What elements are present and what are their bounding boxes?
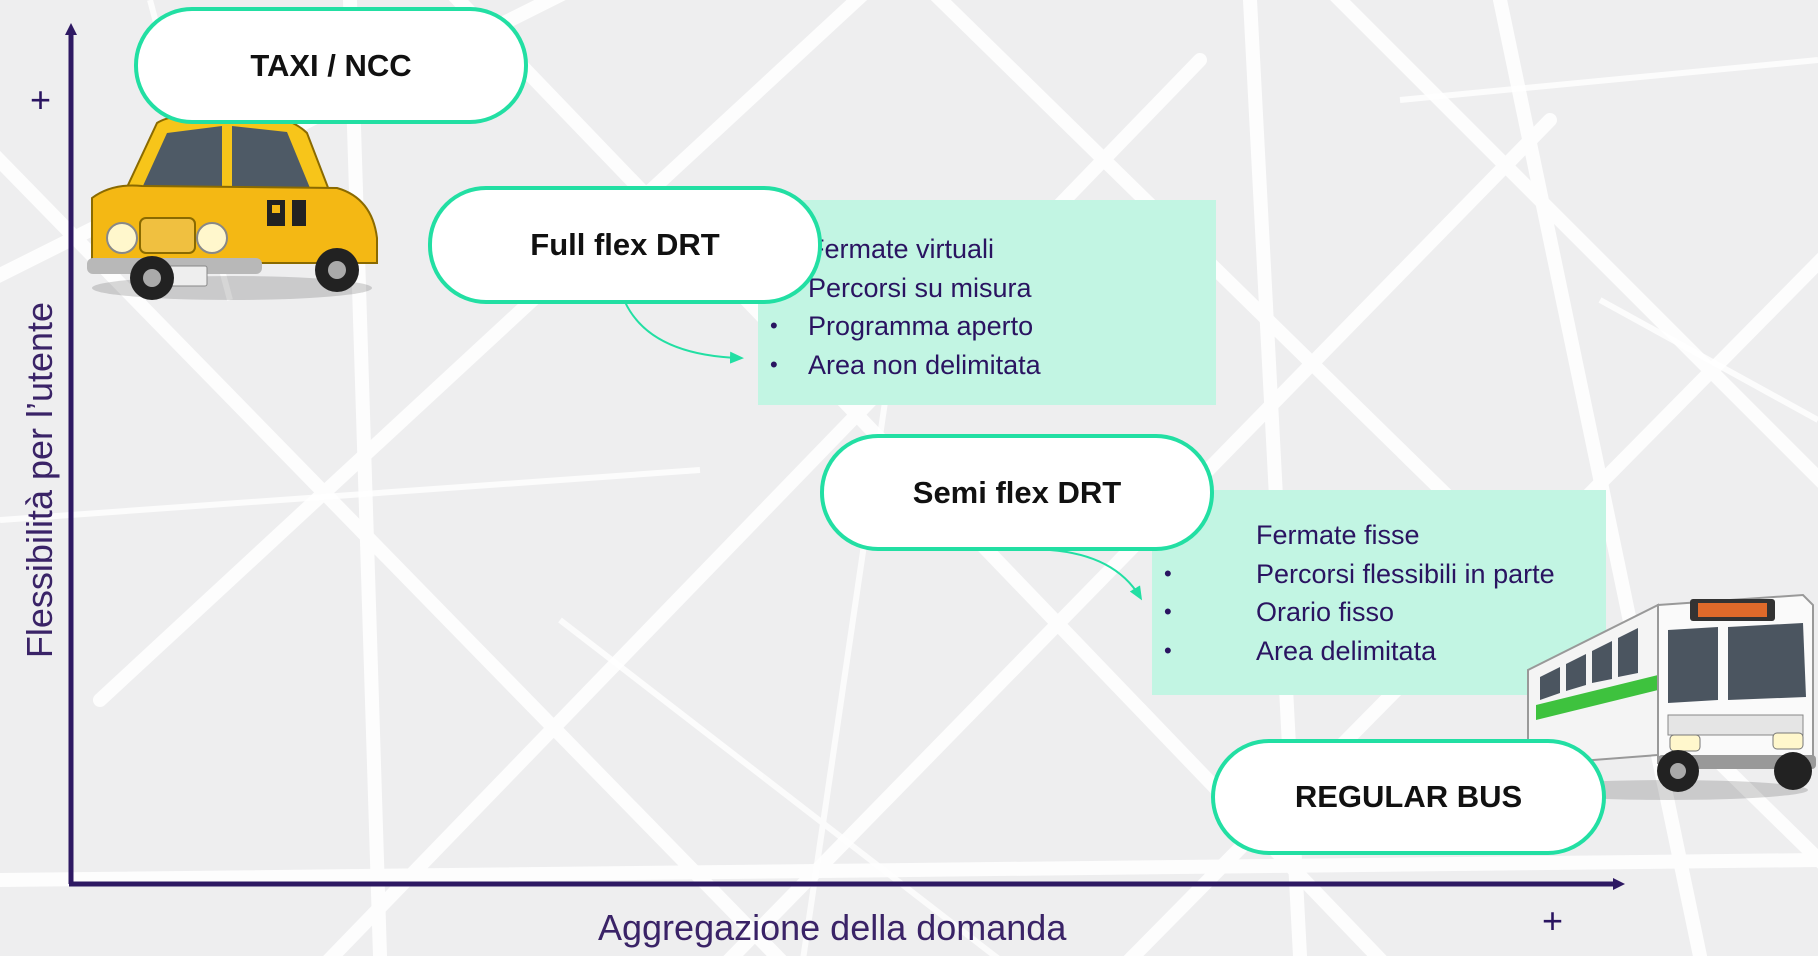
taxi-ncc-label: TAXI / NCC: [250, 47, 412, 83]
semi-flex-feature-item: Area delimitata: [1152, 632, 1606, 671]
y-axis-label: Flessibilità per l’utente: [19, 301, 60, 659]
full-flex-feature-item: Programma aperto: [758, 307, 1216, 346]
semi-flex-connector-arrow: [1049, 549, 1143, 601]
full-flex-drt-pill: Full flex DRT: [428, 186, 822, 304]
semi-flex-feature-item: Fermate fisse: [1152, 516, 1606, 555]
x-axis-label: Aggregazione della domanda: [598, 907, 1067, 948]
full-flex-drt-label: Full flex DRT: [530, 227, 720, 262]
full-flex-feature-item: Percorsi su misura: [758, 269, 1216, 308]
regular-bus-label: REGULAR BUS: [1294, 779, 1523, 814]
semi-flex-drt-pill: Semi flex DRT: [820, 434, 1214, 551]
bus-icon: [1527, 593, 1816, 800]
x-axis-plus-sign: +: [1542, 900, 1564, 941]
semi-flex-feature-item: Orario fisso: [1152, 593, 1606, 632]
y-axis-plus-sign: +: [30, 79, 52, 120]
taxi-icon: [87, 92, 378, 300]
semi-flex-feature-item: Percorsi flessibili in parte: [1152, 555, 1606, 594]
full-flex-feature-item: Fermate virtuali: [758, 230, 1216, 269]
full-flex-feature-item: Area non delimitata: [758, 346, 1216, 385]
semi-flex-features-box: Fermate fisse Percorsi flessibili in par…: [1152, 490, 1606, 695]
regular-bus-pill: REGULAR BUS: [1211, 739, 1606, 855]
full-flex-connector-arrow: [624, 301, 744, 364]
full-flex-features-box: Fermate virtuali Percorsi su misura Prog…: [758, 200, 1216, 405]
semi-flex-drt-label: Semi flex DRT: [912, 474, 1122, 510]
taxi-ncc-pill: TAXI / NCC: [134, 7, 528, 124]
